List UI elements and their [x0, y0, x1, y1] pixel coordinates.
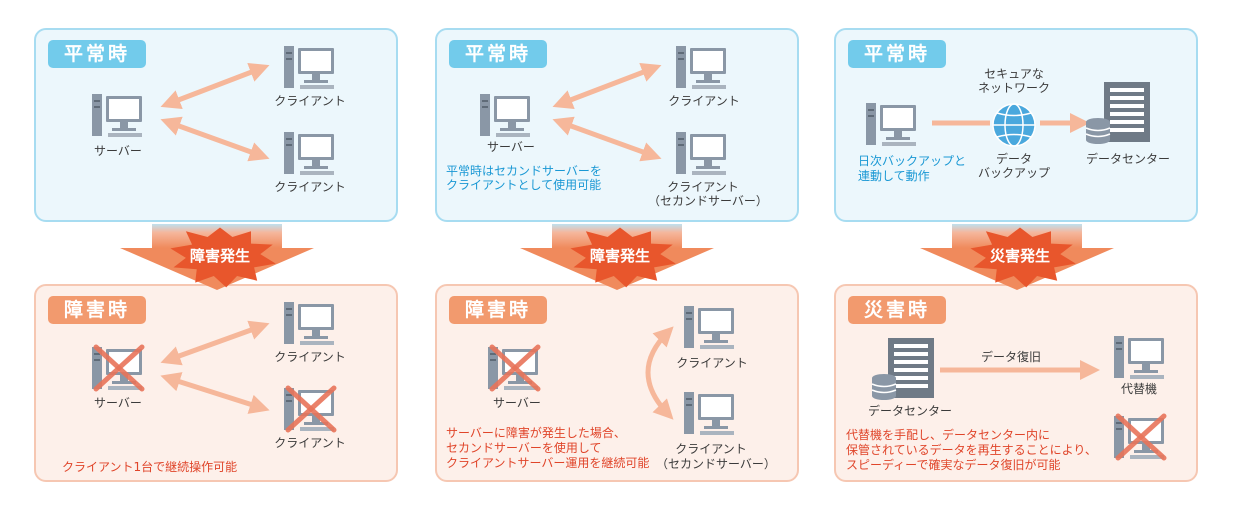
- label-server-2: サーバー: [487, 140, 535, 154]
- label-backup-line2: バックアップ: [977, 166, 1050, 180]
- note-fault-3-line3: スピーディーで確実なデータ復旧が可能: [846, 458, 1061, 472]
- label-client-2d-line1: クライアント: [675, 442, 747, 456]
- badge-normal-1: 平常時: [48, 40, 147, 68]
- note-normal-2-line1: 平常時はセカンドサーバーを: [446, 164, 602, 178]
- badge-normal-3: 平常時: [848, 40, 947, 68]
- note-fault-3-line1: 代替機を手配し、データセンター内に: [846, 428, 1051, 442]
- label-client-2b-line2: （セカンドサーバー）: [648, 194, 768, 208]
- panel-fault-2: 障害時: [435, 284, 799, 482]
- burst-label-1: 障害発生: [189, 247, 250, 265]
- note-fault-2-line3: クライアントサーバー運用を継続可能: [446, 456, 650, 470]
- note-fault-3-line2: 保管されているデータを再生することにより、: [846, 443, 1097, 457]
- label-network-line2: ネットワーク: [977, 81, 1050, 95]
- note-normal-3-line2: 連動して動作: [858, 169, 930, 183]
- label-client-2a: クライアント: [668, 94, 740, 108]
- label-datacenter-3b: データセンター: [867, 404, 952, 418]
- label-server-1: サーバー: [94, 144, 142, 158]
- label-restore: データ復旧: [980, 350, 1041, 364]
- label-network-line1: セキュアな: [984, 67, 1044, 81]
- label-client-1b: クライアント: [274, 180, 346, 194]
- label-client-2d-line2: （セカンドサーバー）: [656, 457, 776, 471]
- label-client-1a: クライアント: [274, 94, 346, 108]
- note-fault-2-line1: サーバーに障害が発生した場合、: [446, 426, 626, 440]
- label-client-2c: クライアント: [676, 356, 748, 370]
- badge-normal-2: 平常時: [449, 40, 548, 68]
- burst-label-3: 災害発生: [989, 247, 1050, 265]
- label-datacenter-3: データセンター: [1085, 152, 1170, 166]
- label-server-failed-2: サーバー: [493, 396, 541, 410]
- badge-fault-3: 災害時: [848, 296, 947, 324]
- badge-fault-2: 障害時: [449, 296, 548, 324]
- badge-fault-1: 障害時: [48, 296, 147, 324]
- panel-normal-3: 平常時: [834, 28, 1198, 222]
- note-normal-2-line2: クライアントとして使用可能: [446, 178, 602, 192]
- panel-normal-2: 平常時: [435, 28, 799, 222]
- panel-fault-1: 障害時: [34, 284, 398, 482]
- label-client-1c: クライアント: [274, 350, 346, 364]
- label-client-2b-line1: クライアント: [667, 180, 739, 194]
- label-backup-line1: データ: [995, 152, 1032, 166]
- note-fault-1: クライアント1台で継続操作可能: [62, 460, 238, 474]
- note-normal-3-line1: 日次バックアップと: [858, 154, 967, 168]
- label-server-failed-1: サーバー: [94, 396, 142, 410]
- label-alt-machine: 代替機: [1120, 382, 1157, 396]
- burst-label-2: 障害発生: [589, 247, 650, 265]
- note-fault-2-line2: セカンドサーバーを使用して: [446, 441, 602, 455]
- label-client-1d: クライアント: [274, 436, 346, 450]
